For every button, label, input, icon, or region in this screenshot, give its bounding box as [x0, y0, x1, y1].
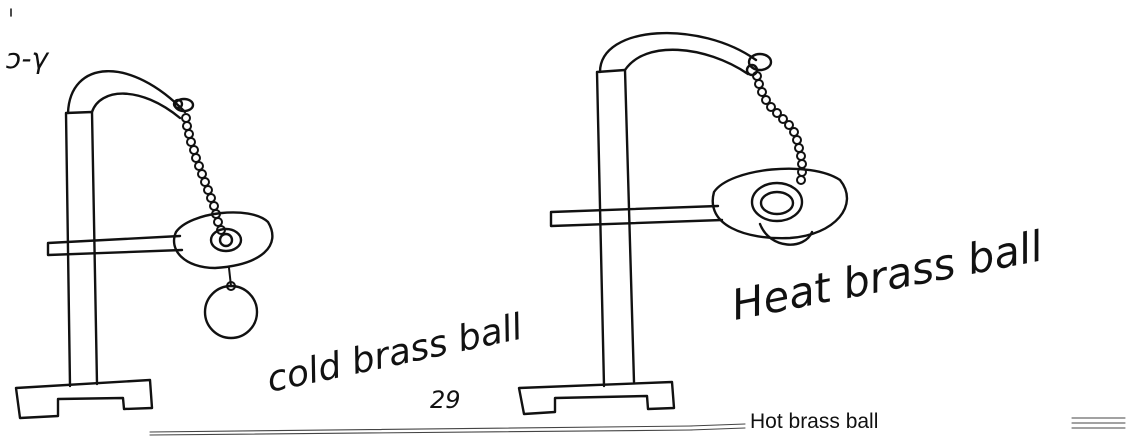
corner-scribble: ɔ-γ: [6, 42, 49, 75]
heated-brass-ball: [752, 183, 802, 221]
left-stand-post: [66, 112, 97, 386]
page-rule-lines: [150, 418, 1125, 435]
right-stand-post: [597, 70, 634, 386]
left-ring: [174, 212, 272, 268]
typed-caption: Hot brass ball: [750, 410, 878, 434]
left-stand-arm: [68, 71, 185, 118]
page-number: 29: [430, 386, 461, 414]
left-caption: cold brass ball: [263, 307, 526, 401]
right-arm-clip: [749, 54, 771, 70]
right-stand-arm: [600, 33, 756, 74]
right-ring: [713, 169, 847, 239]
right-stand-base: [519, 382, 674, 414]
left-apparatus: [16, 71, 272, 418]
right-ring-rod: [551, 206, 722, 226]
right-apparatus: [519, 33, 847, 414]
left-stand-base: [16, 380, 152, 418]
right-chain: [753, 72, 806, 184]
cold-brass-ball: [205, 286, 257, 338]
